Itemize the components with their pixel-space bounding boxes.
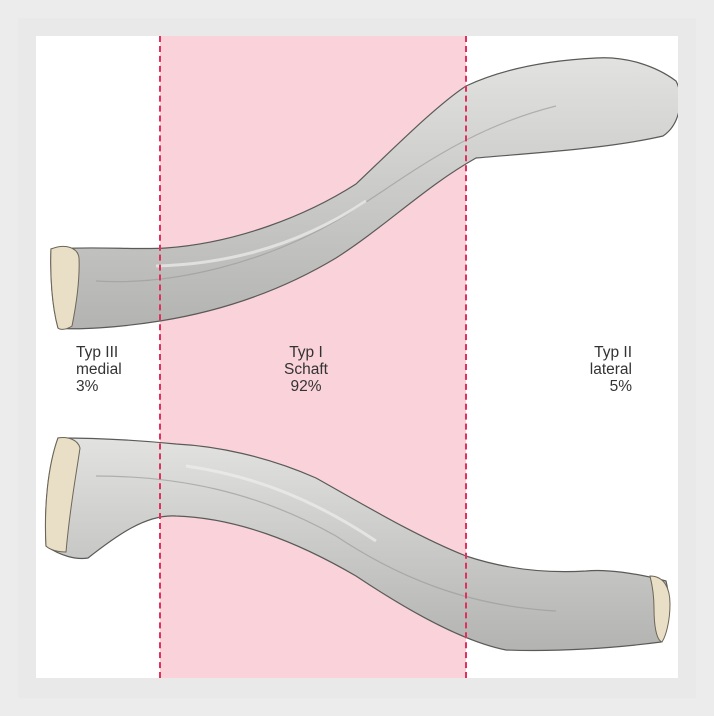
- lower-clavicle: [46, 437, 671, 650]
- medial-type: Typ III: [76, 344, 122, 361]
- medial-percent: 3%: [76, 378, 122, 395]
- medial-shaft-boundary-line: [159, 36, 161, 678]
- lateral-type: Typ II: [536, 344, 632, 361]
- upper-clavicle-body: [51, 58, 678, 329]
- lateral-name: lateral: [536, 361, 632, 378]
- diagram-panel: Typ III medial 3% Typ I Schaft 92% Typ I…: [36, 36, 678, 678]
- zone-label-shaft: Typ I Schaft 92%: [246, 344, 366, 395]
- zone-label-lateral: Typ II lateral 5%: [536, 344, 632, 395]
- shaft-type: Typ I: [246, 344, 366, 361]
- figure-frame: Typ III medial 3% Typ I Schaft 92% Typ I…: [18, 18, 696, 698]
- lower-clavicle-body: [46, 438, 669, 651]
- shaft-name: Schaft: [246, 361, 366, 378]
- medial-name: medial: [76, 361, 122, 378]
- zone-label-medial: Typ III medial 3%: [76, 344, 122, 395]
- upper-clavicle: [51, 58, 678, 330]
- shaft-percent: 92%: [246, 378, 366, 395]
- lateral-percent: 5%: [536, 378, 632, 395]
- shaft-lateral-boundary-line: [465, 36, 467, 678]
